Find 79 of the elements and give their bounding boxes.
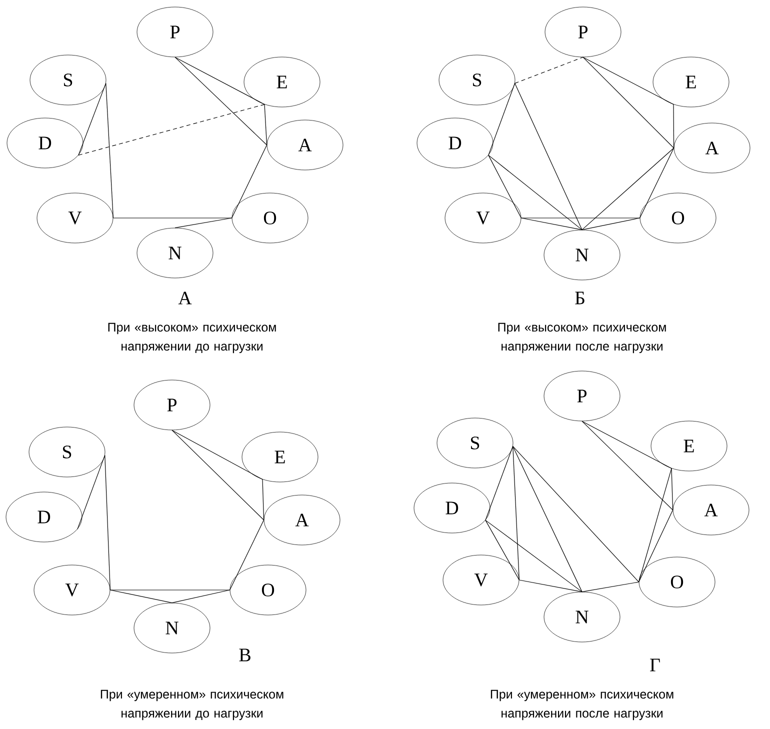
ellipse-node: V	[34, 564, 110, 616]
caption: При «высоком» психическом напряжении после нагрузки	[498, 322, 666, 354]
connector-line	[230, 520, 264, 590]
ellipse-node: N	[136, 228, 214, 278]
panel-letter: Г	[650, 658, 660, 672]
ellipse-node: D	[414, 482, 490, 534]
ellipse-node: N	[544, 592, 620, 642]
ellipse-node: D	[6, 492, 82, 542]
ellipse-node: O	[232, 192, 308, 244]
connector-line	[514, 56, 584, 84]
ellipse-node: P	[134, 380, 210, 430]
connector-line	[582, 218, 640, 230]
ellipse-node: A	[674, 122, 750, 174]
ellipse-node: S	[30, 54, 106, 106]
ellipse-node: D	[416, 118, 494, 168]
connector-line	[673, 104, 674, 148]
connector-line	[512, 446, 582, 592]
connector-line	[485, 520, 582, 592]
ellipse-node: N	[134, 602, 210, 654]
ellipse-node: P	[544, 370, 620, 422]
connector-line	[671, 468, 674, 510]
connector-line	[104, 455, 110, 590]
ellipse-node: O	[638, 556, 716, 608]
connector-line	[512, 446, 640, 582]
connector-line	[264, 104, 268, 146]
connector-line	[77, 455, 106, 530]
connector-line	[174, 56, 265, 105]
connector-line	[262, 479, 264, 520]
caption: При «умеренном» психическом напряжении до нагрузки	[100, 690, 284, 720]
connector-line	[232, 144, 268, 218]
ellipse-node: V	[36, 192, 114, 244]
connector-line	[106, 83, 114, 218]
connector-line	[172, 430, 263, 480]
connector-line	[582, 56, 674, 105]
ellipse-node: V	[442, 554, 520, 606]
connector-line	[78, 83, 106, 156]
ellipse-node: V	[444, 192, 522, 244]
connector-line	[172, 590, 230, 604]
connector-line	[174, 56, 268, 146]
connector-line	[582, 582, 640, 592]
connector-line	[582, 56, 674, 148]
connector-line	[512, 446, 520, 580]
connector-line	[488, 83, 516, 156]
connector-line	[174, 218, 232, 228]
connector-line	[638, 468, 672, 582]
connector-line	[488, 154, 522, 218]
connector-line	[110, 590, 172, 604]
panel-letter: В	[239, 648, 250, 662]
ellipse-node: O	[230, 564, 306, 616]
ellipse-node: A	[672, 484, 750, 536]
ellipse-node: A	[266, 120, 344, 170]
ellipse-node: S	[438, 54, 516, 106]
connector-line	[518, 580, 582, 592]
connector-line	[520, 218, 582, 230]
ellipse-node: E	[652, 56, 730, 108]
connector-line	[78, 104, 265, 156]
connector-line	[582, 148, 674, 230]
connector-line	[638, 510, 674, 582]
connector-line	[485, 520, 520, 580]
connector-line	[640, 148, 674, 218]
connector-line	[172, 430, 264, 520]
caption: При «умеренном» психическом напряжении после нагрузки	[490, 690, 674, 720]
ellipse-node: O	[640, 192, 716, 244]
connector-line	[582, 420, 672, 469]
ellipse-node: S	[436, 418, 514, 468]
connector-line	[485, 446, 514, 520]
ellipse-node: D	[6, 118, 84, 168]
ellipse-node: E	[244, 56, 320, 108]
ellipse-node: P	[544, 6, 622, 58]
ellipse-node: A	[264, 494, 340, 546]
ellipse-node: N	[544, 230, 620, 280]
ellipse-node: E	[242, 432, 318, 482]
connector-line	[582, 420, 674, 510]
caption: При «высоком» психическом напряжении до нагрузки	[108, 322, 276, 354]
connector-line	[514, 83, 582, 230]
connector-line	[488, 154, 582, 230]
ellipse-node: P	[136, 6, 214, 58]
ellipse-node: S	[28, 426, 106, 478]
ellipse-node: E	[650, 420, 728, 472]
